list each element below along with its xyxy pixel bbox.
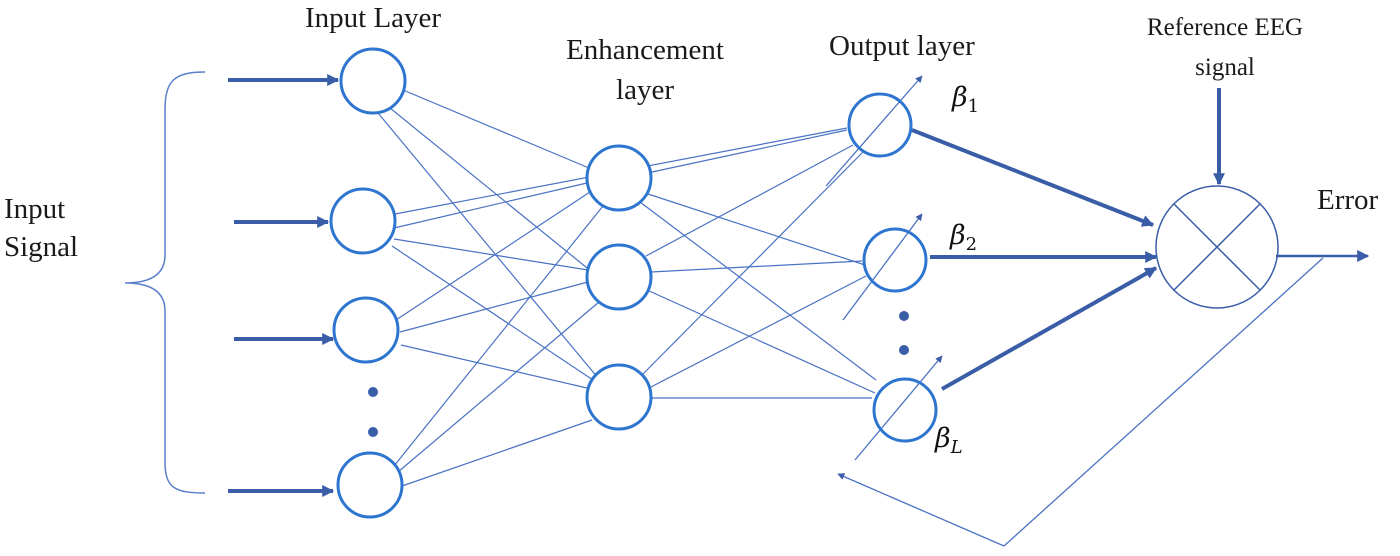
output-node-beta-l [872, 377, 938, 443]
output-layer-label: Output layer [829, 30, 975, 62]
enhancement-layer-label: Enhancement layer [535, 30, 755, 110]
enhancement-node [585, 144, 653, 212]
beta-2-symbol: β [950, 220, 966, 251]
enhancement-layer-label-line2: layer [616, 74, 674, 106]
beta-1-subscript: 1 [967, 96, 980, 117]
input-brace [124, 71, 206, 494]
output-layer-nodes [847, 92, 938, 443]
output-node-beta-2 [862, 227, 928, 293]
beta-1-symbol: β [952, 82, 968, 113]
beta-l-label: βL [935, 423, 963, 458]
enhancement-connections [639, 129, 877, 399]
feedback-path [837, 257, 1324, 547]
input-connections [377, 89, 848, 487]
enhancement-node [585, 363, 653, 431]
input-node [339, 47, 407, 115]
output-to-junction [911, 128, 1158, 391]
input-signal-label-line2: Signal [4, 231, 79, 263]
reference-eeg-label-line2: signal [1195, 54, 1255, 81]
beta-l-symbol: β [935, 423, 951, 454]
beta-1-label: β1 [952, 82, 979, 117]
input-node [329, 187, 397, 255]
input-node [332, 296, 400, 364]
input-layer-label: Input Layer [305, 2, 442, 34]
input-signal-label: Input Signal [4, 190, 78, 266]
input-signal-label-line1: Input [4, 193, 66, 225]
beta-l-subscript: L [950, 437, 963, 458]
beta-2-label: β2 [950, 220, 977, 255]
error-label: Error [1317, 184, 1379, 216]
reference-eeg-label: Reference EEG signal [1130, 8, 1320, 88]
enhancement-layer-nodes [585, 144, 653, 431]
output-node-beta-1 [847, 92, 913, 158]
enhancement-node [585, 243, 653, 311]
input-arrows [228, 74, 340, 497]
input-ellipsis [368, 387, 378, 437]
output-ellipsis [899, 311, 909, 355]
beta-2-subscript: 2 [965, 234, 978, 255]
input-node [336, 451, 404, 519]
input-layer-nodes [329, 47, 407, 519]
summing-junction [1155, 185, 1279, 309]
enhancement-layer-label-line1: Enhancement [566, 34, 724, 66]
reference-eeg-label-line1: Reference EEG [1146, 14, 1304, 41]
